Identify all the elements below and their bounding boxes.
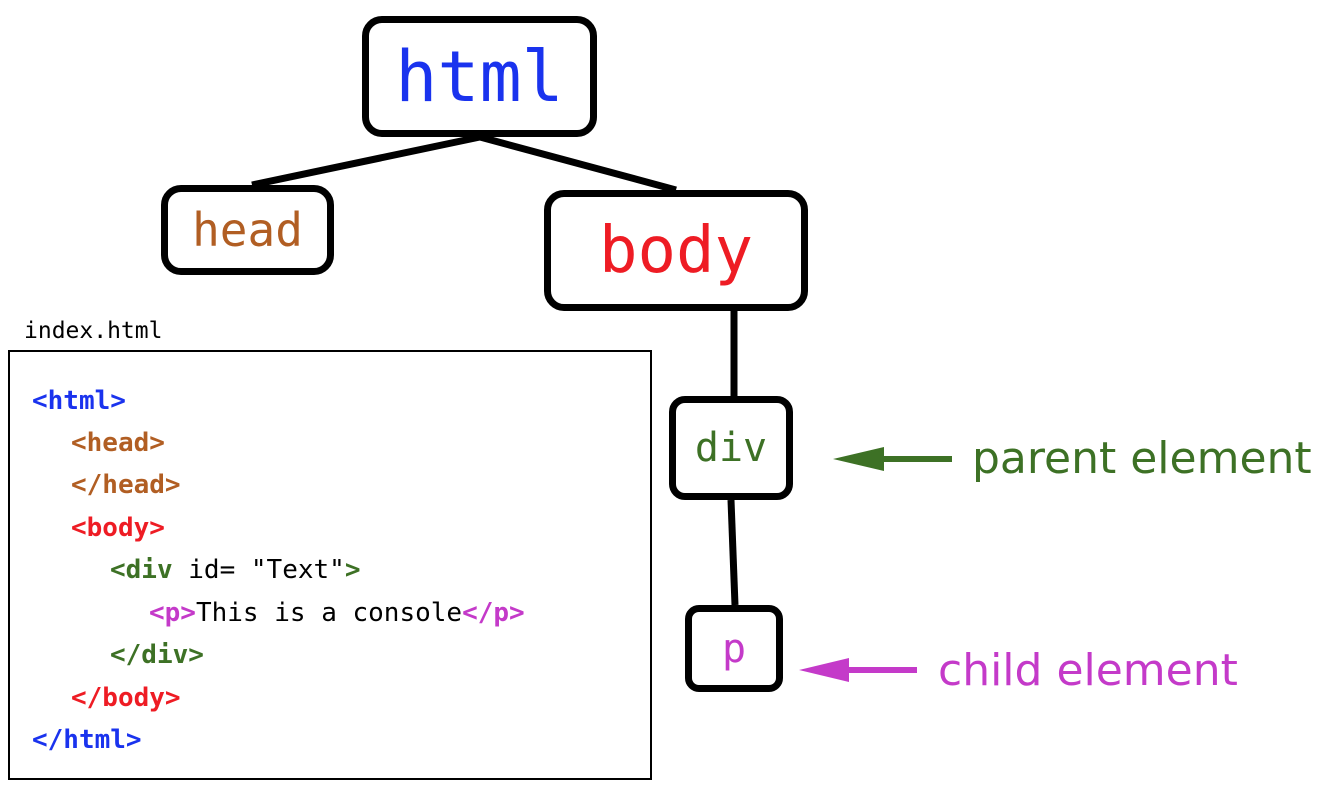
code-html-close: </html> — [32, 725, 142, 755]
tree-node-head-label: head — [192, 203, 303, 257]
tree-node-div: div — [669, 396, 793, 500]
code-panel: <html> <head> </head> <body> <div id= "T… — [8, 350, 652, 780]
tree-node-body: body — [544, 190, 808, 311]
tree-node-div-label: div — [694, 425, 768, 471]
code-body-open: <body> — [71, 513, 165, 543]
code-p-line: <p>This is a console</p> — [149, 600, 525, 626]
code-div-close: </div> — [110, 640, 204, 670]
code-p-open: <p> — [149, 598, 196, 628]
parent-element-label: parent element — [972, 433, 1312, 484]
code-p-close: </p> — [462, 598, 525, 628]
edge-html-body — [479, 133, 677, 194]
child-element-label: child element — [938, 645, 1238, 696]
tree-node-html-label: html — [395, 35, 564, 118]
tree-node-p: p — [685, 605, 783, 692]
code-div-open-end: > — [344, 555, 361, 585]
tree-node-html: html — [362, 16, 597, 137]
code-html-open: <html> — [32, 386, 126, 416]
tree-node-p-label: p — [721, 625, 747, 672]
parent-arrow-icon — [833, 447, 952, 471]
code-head-close: </head> — [71, 470, 181, 500]
edge-html-head — [251, 133, 481, 189]
code-div-open-line: <div id= "Text"> — [110, 557, 360, 583]
code-p-text: This is a console — [195, 598, 463, 628]
code-body-close: </body> — [71, 683, 181, 713]
edge-div-p — [727, 499, 739, 606]
tree-node-head: head — [161, 185, 334, 275]
code-div-attribute: id= "Text" — [172, 555, 345, 585]
tree-node-body-label: body — [598, 213, 754, 288]
child-arrow-icon — [799, 658, 917, 682]
file-name-label: index.html — [24, 318, 163, 344]
code-head-open: <head> — [71, 428, 165, 458]
code-div-open-tag: <div — [110, 555, 173, 585]
